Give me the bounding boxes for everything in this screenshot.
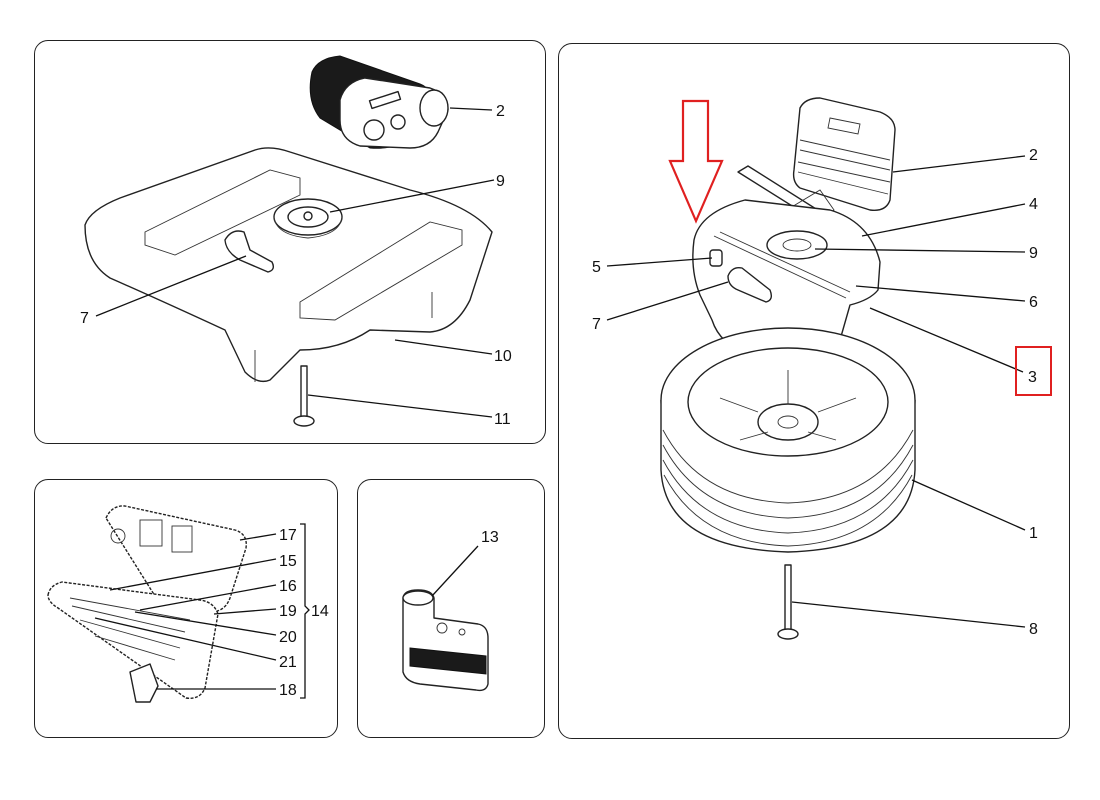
storage-tray-10-drawing xyxy=(84,147,493,383)
callout-16: 16 xyxy=(279,578,297,595)
tool-kit-case-drawing xyxy=(47,505,247,699)
callout-6: 6 xyxy=(1029,294,1038,311)
callout-7-b: 7 xyxy=(592,316,601,333)
callout-21: 21 xyxy=(279,654,297,671)
tool-18-drawing xyxy=(129,663,159,703)
callout-15: 15 xyxy=(279,553,297,570)
callout-20: 20 xyxy=(279,629,297,646)
callout-9-b: 9 xyxy=(1029,245,1038,262)
callout-18: 18 xyxy=(279,682,297,699)
group-bracket xyxy=(300,523,310,699)
compressor-13-drawing xyxy=(402,589,489,692)
callout-3: 3 xyxy=(1028,369,1037,386)
panel-compressor xyxy=(357,479,545,738)
callout-7: 7 xyxy=(80,310,89,327)
tool-7-drawing-a xyxy=(224,230,275,273)
callout-1: 1 xyxy=(1029,525,1038,542)
container-tray-3-drawing xyxy=(692,199,881,356)
bolt-8-drawing xyxy=(777,564,799,640)
callout-11: 11 xyxy=(494,411,511,428)
highlight-arrow xyxy=(668,99,724,224)
callout-17: 17 xyxy=(279,527,297,544)
spare-wheel-1-drawing xyxy=(660,327,916,553)
bolt-11-drawing xyxy=(293,365,315,427)
callout-8: 8 xyxy=(1029,621,1038,638)
callout-14-group: 14 xyxy=(311,603,329,620)
callout-2-b: 2 xyxy=(1029,147,1038,164)
highlight-box-3 xyxy=(1015,346,1052,396)
callout-4: 4 xyxy=(1029,196,1038,213)
callout-2: 2 xyxy=(496,103,505,120)
callout-19: 19 xyxy=(279,603,297,620)
compressor-2-drawing-a xyxy=(309,55,449,149)
callout-5: 5 xyxy=(592,259,601,276)
callout-10: 10 xyxy=(494,348,512,365)
callout-13: 13 xyxy=(481,529,499,546)
callout-9: 9 xyxy=(496,173,505,190)
knob-9-drawing-a xyxy=(273,198,343,239)
compressor-2-drawing-b xyxy=(792,97,896,211)
